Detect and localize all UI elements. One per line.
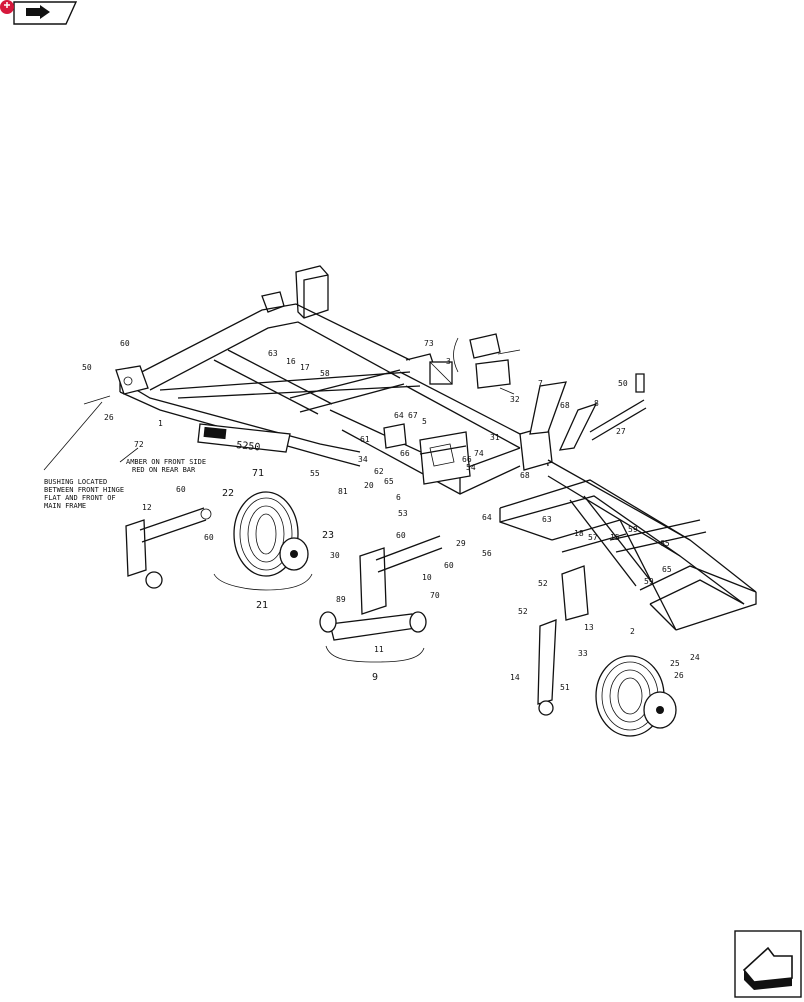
callout: 58 [320, 369, 330, 378]
leader-lines [43, 395, 139, 471]
right-wheel-assembly [595, 655, 677, 737]
callout: 65 [660, 539, 670, 548]
callout: 6 [396, 493, 401, 502]
callout: 24 [690, 653, 700, 662]
callout: 62 [374, 467, 384, 476]
hinge-plate-assembly [429, 333, 521, 395]
callout: 26 [104, 413, 114, 422]
callout: 31 [490, 433, 500, 442]
callout: 56 [482, 549, 492, 558]
next-page-arrow-icon [734, 930, 802, 998]
callout: 7 [538, 379, 543, 388]
model-number: 5250 [236, 440, 261, 453]
return-to-index-icon [0, 0, 78, 25]
left-caster-arm [125, 507, 212, 589]
callout: 81 [338, 487, 348, 496]
callout: 67 [408, 411, 418, 420]
model-decal: 5250 [197, 423, 291, 454]
callout: 8 [594, 399, 599, 408]
callout: 68 [560, 401, 570, 410]
callout: 59 [628, 525, 638, 534]
center-axle-assembly [319, 535, 443, 663]
callout: 51 [560, 683, 570, 692]
callout: 20 [364, 481, 374, 490]
callout: 30 [330, 551, 340, 560]
callout: 50 [618, 379, 628, 388]
callout: 18 [574, 529, 584, 538]
callout: 25 [670, 659, 680, 668]
callout: 11 [374, 645, 384, 654]
callout: 60 [396, 531, 406, 540]
callout: 63 [542, 515, 552, 524]
callout: 65 [662, 565, 672, 574]
callout: 21 [256, 600, 268, 611]
callout: 66 [462, 455, 472, 464]
amber-note-line-2: RED ON REAR BAR [132, 466, 196, 474]
callout: 71 [252, 468, 264, 479]
callout: 70 [430, 591, 440, 600]
main-frame [115, 265, 757, 631]
callout: 57 [588, 533, 598, 542]
callout: 33 [578, 649, 588, 658]
callout: 15 [610, 533, 620, 542]
callout: 2 [630, 627, 635, 636]
callout: 26 [674, 671, 684, 680]
callout: 9 [372, 672, 378, 683]
callout: 53 [398, 509, 408, 518]
callout: 55 [310, 469, 320, 478]
callout: 3 [446, 357, 451, 366]
callout: 54 [466, 463, 476, 472]
callout: 22 [222, 488, 234, 499]
right-caster-arm [537, 565, 589, 716]
callout: 61 [360, 435, 370, 444]
callout: 29 [456, 539, 466, 548]
left-wheel-assembly [213, 491, 313, 591]
callout: 13 [584, 623, 594, 632]
callout: 60 [176, 485, 186, 494]
callout: 5 [422, 417, 427, 426]
callout: 27 [616, 427, 626, 436]
callout: 60 [444, 561, 454, 570]
callouts: 50 60 26 72 1 71 73 3 32 7 68 8 50 27 63… [82, 339, 700, 692]
callout: 63 [268, 349, 278, 358]
callout: 66 [400, 449, 410, 458]
callout: 1 [158, 419, 163, 428]
callout: 12 [142, 503, 152, 512]
callout: 52 [518, 607, 528, 616]
index-button[interactable] [0, 0, 78, 26]
next-page-button[interactable] [734, 930, 802, 998]
callout: 64 [482, 513, 492, 522]
callout: 74 [474, 449, 484, 458]
callout: 17 [300, 363, 310, 372]
callout: 34 [358, 455, 368, 464]
annotation-notes: AMBER ON FRONT SIDE RED ON REAR BAR BUSH… [44, 458, 206, 510]
callout: 16 [286, 357, 296, 366]
callout: 10 [422, 573, 432, 582]
bushing-note-line-2: BETWEEN FRONT HINGE [44, 486, 124, 494]
callout: 60 [204, 533, 214, 542]
bushing-note-line-1: BUSHING LOCATED [44, 478, 107, 486]
callout: 52 [538, 579, 548, 588]
bushing-note-line-4: MAIN FRAME [44, 502, 86, 510]
callout: 60 [120, 339, 130, 348]
callout: 68 [520, 471, 530, 480]
callout: 65 [384, 477, 394, 486]
callout: 72 [134, 440, 144, 449]
link-arms [529, 373, 647, 451]
callout: 64 [394, 411, 404, 420]
callout: 23 [322, 530, 334, 541]
callout: 50 [82, 363, 92, 372]
bushing-note-line-3: FLAT AND FRONT OF [44, 494, 116, 502]
callout: 59 [644, 577, 654, 586]
callout: 14 [510, 673, 520, 682]
callout: 73 [424, 339, 434, 348]
amber-note-line-1: AMBER ON FRONT SIDE [126, 458, 206, 466]
callout: 89 [336, 595, 346, 604]
callout: 32 [510, 395, 520, 404]
